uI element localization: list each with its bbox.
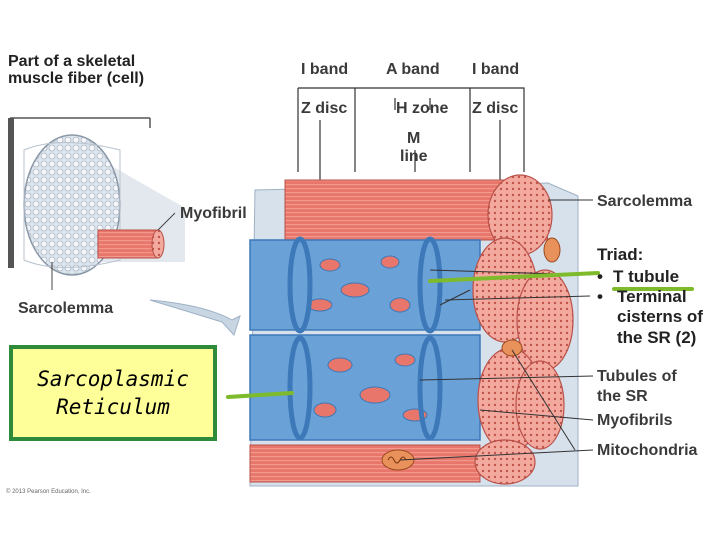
callout-line1: Sarcoplasmic	[37, 367, 189, 391]
triad-bullet-1: •	[597, 267, 603, 286]
terminal-label-2: cisterns of	[617, 307, 703, 326]
callout-line2: Reticulum	[56, 395, 170, 419]
terminal-label-1: Terminal	[617, 287, 687, 306]
zoom-arrow	[149, 299, 241, 336]
myofibrils-label: Myofibrils	[597, 412, 673, 429]
band-brackets	[297, 87, 525, 186]
m-line-label-2: line	[400, 148, 428, 165]
copyright-credit: © 2013 Pearson Education, Inc.	[6, 489, 91, 495]
terminal-label-3: the SR (2)	[617, 328, 697, 347]
i-band-left-label: I band	[301, 61, 349, 78]
h-zone-label: H zone	[396, 100, 449, 117]
t-tubule-label: T tubule	[613, 267, 680, 286]
i-band-right-label: I band	[472, 61, 520, 78]
z-disc-right-label: Z disc	[472, 100, 519, 117]
triad-label: Triad:	[597, 245, 644, 264]
muscle-fiber-inset	[8, 117, 185, 290]
tubules-label-2: the SR	[597, 388, 648, 405]
a-band-label: A band	[386, 61, 440, 78]
sarcolemma-right-label: Sarcolemma	[597, 193, 693, 210]
myofibril-block	[249, 174, 579, 487]
mitochondria-label: Mitochondria	[597, 442, 698, 459]
sarcolemma-left-label: Sarcolemma	[18, 300, 114, 317]
myofibril-label: Myofibril	[180, 205, 247, 222]
leader-lines	[399, 199, 594, 461]
m-line-label-1: M	[407, 130, 421, 147]
tubules-label-1: Tubules of	[597, 368, 677, 385]
sarcoplasmic-reticulum-callout: Sarcoplasmic Reticulum	[9, 345, 217, 441]
highlight-lines	[226, 271, 694, 399]
z-disc-left-label: Z disc	[301, 100, 348, 117]
triad-bullet-2: •	[597, 287, 603, 306]
